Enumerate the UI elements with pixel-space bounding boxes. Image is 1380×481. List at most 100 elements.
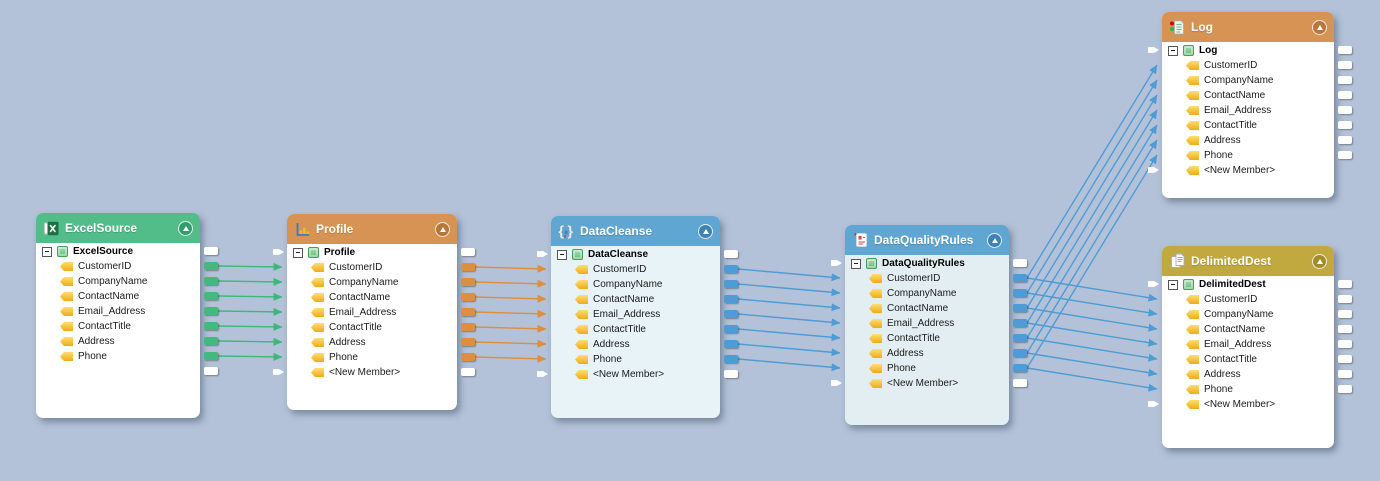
field-row[interactable]: CustomerID <box>293 260 453 275</box>
connection-line[interactable] <box>1026 367 1158 392</box>
field-row[interactable]: CustomerID <box>557 262 716 277</box>
output-port[interactable] <box>724 295 738 303</box>
connection-line[interactable] <box>474 294 547 303</box>
node-header[interactable]: Profile <box>287 214 457 244</box>
input-port[interactable] <box>273 249 284 255</box>
output-port[interactable] <box>204 322 218 330</box>
field-row[interactable]: Address <box>557 337 716 352</box>
output-port[interactable] <box>724 370 738 378</box>
output-port[interactable] <box>1338 151 1352 159</box>
output-port[interactable] <box>724 250 738 258</box>
field-row[interactable]: <New Member> <box>293 365 453 380</box>
field-row[interactable]: CompanyName <box>1168 73 1330 88</box>
connection-line[interactable] <box>1026 277 1158 302</box>
field-row[interactable]: ContactName <box>557 292 716 307</box>
collapse-button[interactable] <box>435 221 450 237</box>
connection-line[interactable] <box>1026 154 1158 369</box>
connection-line[interactable] <box>217 337 283 346</box>
output-port[interactable] <box>724 355 738 363</box>
node-header[interactable]: DelimitedDest <box>1162 246 1334 276</box>
tree-root-row[interactable]: DelimitedDest <box>1168 277 1330 292</box>
output-port[interactable] <box>1338 106 1352 114</box>
output-port[interactable] <box>204 307 218 315</box>
tree-expander-icon[interactable] <box>42 246 52 257</box>
field-row[interactable]: Phone <box>851 361 1005 376</box>
output-port[interactable] <box>461 278 475 286</box>
field-row[interactable]: ContactTitle <box>293 320 453 335</box>
input-port[interactable] <box>1148 281 1159 287</box>
field-row[interactable]: CompanyName <box>1168 307 1330 322</box>
connection-line[interactable] <box>737 283 841 297</box>
output-port[interactable] <box>1013 319 1027 327</box>
output-port[interactable] <box>1013 259 1027 267</box>
collapse-button[interactable] <box>987 232 1002 248</box>
field-row[interactable]: Email_Address <box>851 316 1005 331</box>
connection-line[interactable] <box>217 322 283 331</box>
connection-line[interactable] <box>737 343 841 357</box>
field-row[interactable]: Email_Address <box>1168 337 1330 352</box>
tree-root-row[interactable]: DataQualityRules <box>851 256 1005 271</box>
output-port[interactable] <box>461 368 475 376</box>
connection-line[interactable] <box>737 328 841 342</box>
field-row[interactable]: Address <box>1168 367 1330 382</box>
output-port[interactable] <box>724 340 738 348</box>
output-port[interactable] <box>204 352 218 360</box>
output-port[interactable] <box>1338 385 1352 393</box>
field-row[interactable]: ContactName <box>42 289 196 304</box>
connection-line[interactable] <box>1026 139 1158 354</box>
field-row[interactable]: ContactTitle <box>42 319 196 334</box>
collapse-button[interactable] <box>1312 19 1327 35</box>
output-port[interactable] <box>1338 310 1352 318</box>
output-port[interactable] <box>1338 370 1352 378</box>
connection-line[interactable] <box>474 279 547 288</box>
output-port[interactable] <box>1338 280 1352 288</box>
output-port[interactable] <box>1338 325 1352 333</box>
node-header[interactable]: ExcelSource <box>36 213 200 243</box>
output-port[interactable] <box>204 262 218 270</box>
output-port[interactable] <box>1338 136 1352 144</box>
output-port[interactable] <box>461 353 475 361</box>
connection-line[interactable] <box>1026 94 1158 309</box>
connection-line[interactable] <box>474 339 547 348</box>
output-port[interactable] <box>1338 61 1352 69</box>
tree-root-row[interactable]: ExcelSource <box>42 244 196 259</box>
input-port[interactable] <box>537 371 548 377</box>
connection-line[interactable] <box>474 324 547 333</box>
connection-line[interactable] <box>1026 124 1158 339</box>
output-port[interactable] <box>461 263 475 271</box>
output-port[interactable] <box>1338 340 1352 348</box>
connection-line[interactable] <box>1026 337 1158 362</box>
tree-root-row[interactable]: Profile <box>293 245 453 260</box>
field-row[interactable]: Phone <box>1168 382 1330 397</box>
node-header[interactable]: {},DataCleanse <box>551 216 720 246</box>
field-row[interactable]: Phone <box>293 350 453 365</box>
field-row[interactable]: CustomerID <box>1168 292 1330 307</box>
connection-line[interactable] <box>474 264 547 273</box>
tree-expander-icon[interactable] <box>1168 45 1178 56</box>
field-row[interactable]: Phone <box>1168 148 1330 163</box>
output-port[interactable] <box>1013 379 1027 387</box>
tree-expander-icon[interactable] <box>557 249 567 260</box>
input-port[interactable] <box>831 260 842 266</box>
tree-expander-icon[interactable] <box>1168 279 1178 290</box>
field-row[interactable]: ContactName <box>1168 88 1330 103</box>
field-row[interactable]: CompanyName <box>557 277 716 292</box>
connection-line[interactable] <box>217 307 283 316</box>
field-row[interactable]: <New Member> <box>557 367 716 382</box>
field-row[interactable]: ContactTitle <box>1168 118 1330 133</box>
connection-line[interactable] <box>1026 292 1158 317</box>
field-row[interactable]: <New Member> <box>1168 163 1330 178</box>
output-port[interactable] <box>724 325 738 333</box>
tree-root-row[interactable]: Log <box>1168 43 1330 58</box>
connection-line[interactable] <box>737 313 841 327</box>
connection-line[interactable] <box>1026 307 1158 332</box>
output-port[interactable] <box>204 337 218 345</box>
field-row[interactable]: CompanyName <box>293 275 453 290</box>
field-row[interactable]: CompanyName <box>42 274 196 289</box>
field-row[interactable]: Phone <box>42 349 196 364</box>
